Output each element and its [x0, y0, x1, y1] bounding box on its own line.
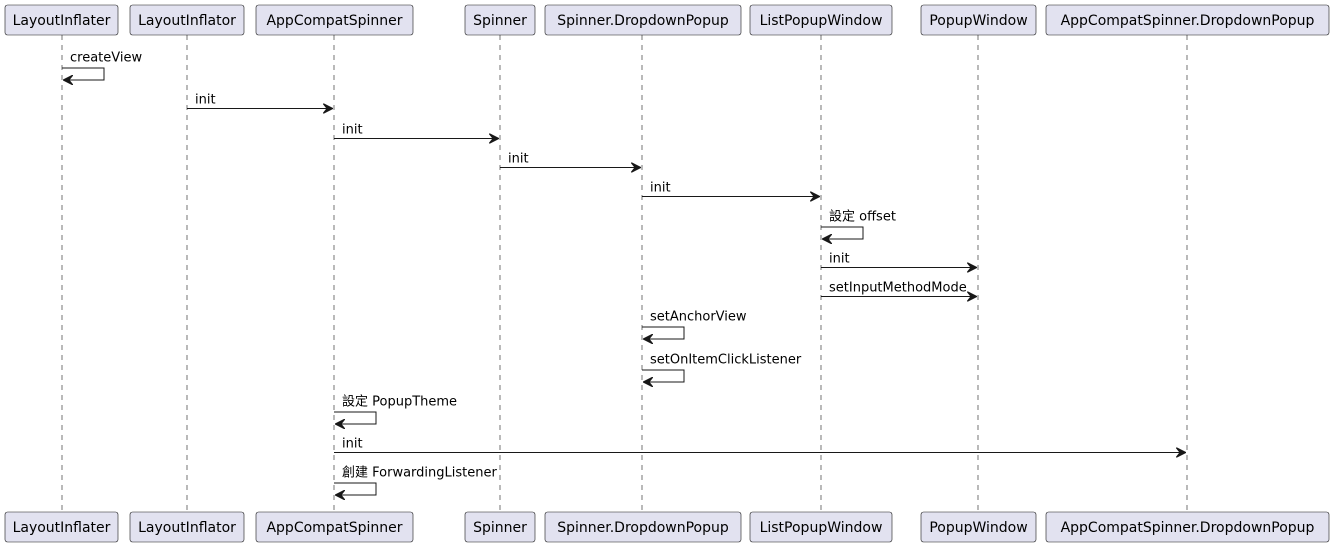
- participant-box-appcompatspinner-top: [255, 4, 414, 36]
- self-message-arrow: [62, 67, 105, 80]
- self-message-arrow: [642, 326, 685, 339]
- message-label: init: [829, 252, 850, 267]
- participant-label-popupwindow-bottom: PopupWindow: [929, 520, 1027, 536]
- participant-box-spinner-top: [464, 4, 536, 36]
- participant-box-popupwindow-bottom: [920, 511, 1037, 543]
- participant-box-appcompatspinner-bottom: [255, 511, 414, 543]
- message-label: init: [195, 93, 216, 108]
- participant-box-listpopupwindow-top: [749, 4, 893, 36]
- lifelines: [61, 35, 1188, 512]
- participant-box-layoutinflater-bottom: [4, 511, 119, 543]
- participant-box-layoutinflator-top: [129, 4, 245, 36]
- participant-box-listpopupwindow-bottom: [749, 511, 893, 543]
- participant-box-popupwindow-top: [920, 4, 1037, 36]
- participant-box-spinner-dropdownpopup-bottom: [544, 511, 742, 543]
- messages: createView init init init init 設定 offset init s…: [62, 51, 1186, 496]
- participant-label-spinner-dropdownpopup-top: Spinner.DropdownPopup: [557, 13, 729, 29]
- message-label: init: [342, 437, 363, 452]
- participant-label-spinner-top: Spinner: [473, 13, 527, 29]
- self-message-arrow: [642, 369, 685, 382]
- participant-box-spinner-dropdownpopup-top: [544, 4, 742, 36]
- participant-box-appcompatspinner-dropdownpopup-top: [1045, 4, 1330, 36]
- participant-label-listpopupwindow-top: ListPopupWindow: [760, 13, 883, 29]
- participant-label-layoutinflator-top: LayoutInflator: [138, 13, 236, 29]
- participant-label-appcompatspinner-top: AppCompatSpinner: [266, 13, 402, 29]
- message-label: 創建 ForwardingListener: [342, 466, 497, 481]
- message-label: 設定 offset: [829, 209, 896, 225]
- message-label: init: [342, 123, 363, 138]
- message-label: createView: [70, 51, 142, 66]
- participant-boxes: LayoutInflaterLayoutInflaterLayoutInflat…: [4, 4, 1330, 543]
- participant-box-appcompatspinner-dropdownpopup-bottom: [1045, 511, 1330, 543]
- participant-label-spinner-dropdownpopup-bottom: Spinner.DropdownPopup: [557, 520, 729, 536]
- message-label: init: [650, 181, 671, 196]
- message-label: setInputMethodMode: [829, 281, 967, 296]
- participant-label-appcompatspinner-dropdownpopup-top: AppCompatSpinner.DropdownPopup: [1061, 13, 1315, 29]
- participant-box-layoutinflater-top: [4, 4, 119, 36]
- participant-label-appcompatspinner-bottom: AppCompatSpinner: [266, 520, 402, 536]
- participant-label-layoutinflater-top: LayoutInflater: [13, 13, 111, 29]
- message-label: 設定 PopupTheme: [342, 394, 457, 410]
- self-message-arrow: [334, 482, 377, 495]
- participant-label-listpopupwindow-bottom: ListPopupWindow: [760, 520, 883, 536]
- participant-label-appcompatspinner-dropdownpopup-bottom: AppCompatSpinner.DropdownPopup: [1061, 520, 1315, 536]
- self-message-arrow: [334, 411, 377, 424]
- participant-label-layoutinflater-bottom: LayoutInflater: [13, 520, 111, 536]
- participant-box-layoutinflator-bottom: [129, 511, 245, 543]
- message-label: setOnItemClickListener: [650, 353, 802, 368]
- self-message-arrow: [821, 226, 864, 239]
- participant-label-layoutinflator-bottom: LayoutInflator: [138, 520, 236, 536]
- participant-label-popupwindow-top: PopupWindow: [929, 13, 1027, 29]
- message-label: setAnchorView: [650, 310, 747, 325]
- message-label: init: [508, 152, 529, 167]
- participant-box-spinner-bottom: [464, 511, 536, 543]
- participant-label-spinner-bottom: Spinner: [473, 520, 527, 536]
